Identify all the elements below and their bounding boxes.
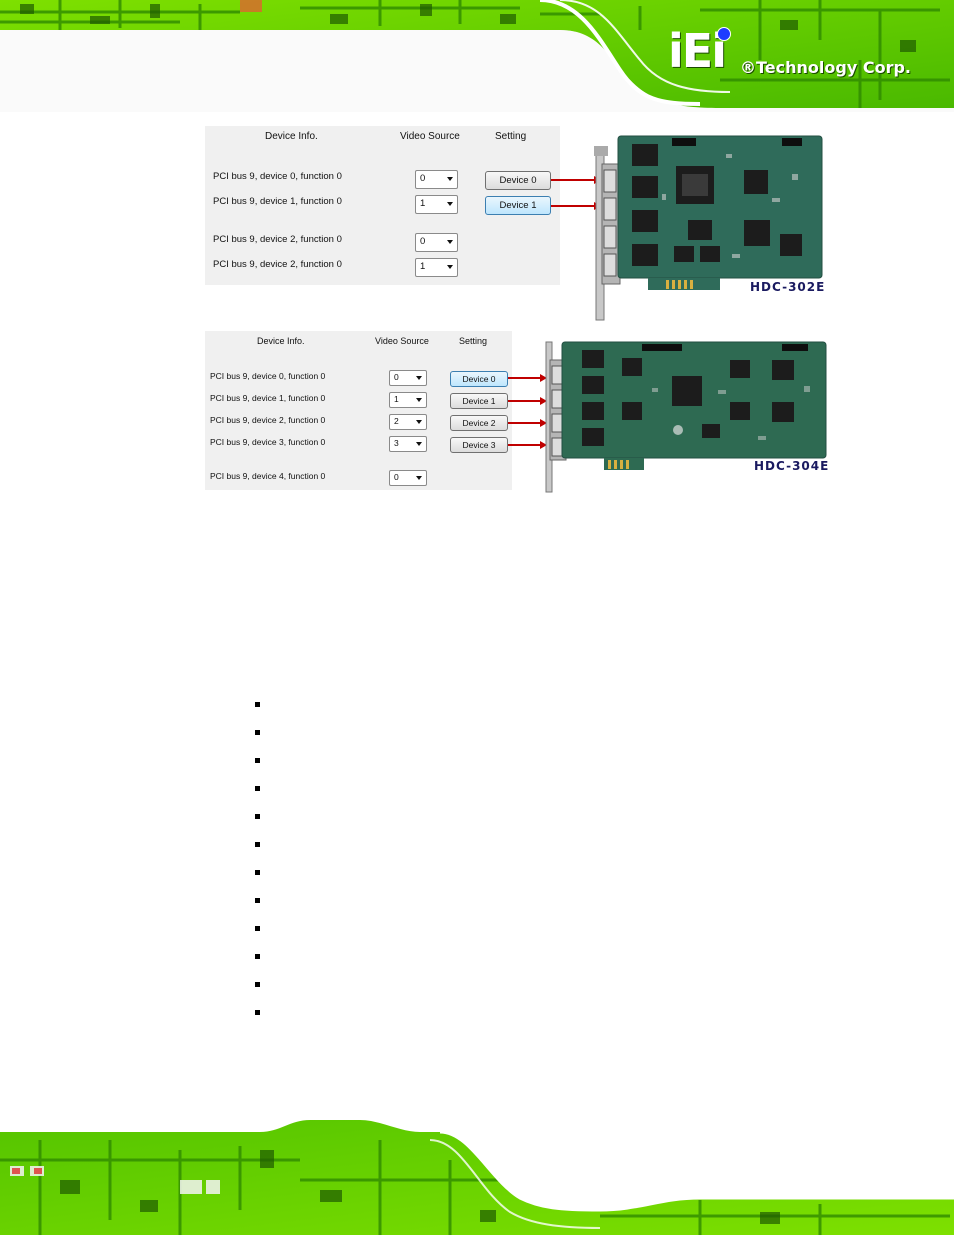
header-device-info: Device Info. (265, 131, 318, 142)
header-circuit-band (0, 0, 954, 112)
device-0-button[interactable]: Device 0 (485, 171, 551, 190)
chevron-down-icon (416, 476, 422, 480)
arrow-line (508, 422, 540, 424)
board-model-label: HDC-304E (754, 459, 830, 473)
header-video-source: Video Source (400, 131, 460, 142)
device-dialog-top: Device Info. Video Source Setting PCI bu… (205, 126, 560, 285)
video-source-select[interactable]: 0 (389, 370, 427, 386)
video-source-select[interactable]: 3 (389, 436, 427, 452)
bullet-icon (255, 786, 260, 791)
bullet-icon (255, 954, 260, 959)
arrow-line (508, 400, 540, 402)
arrow-line (508, 377, 540, 379)
chevron-down-icon (416, 420, 422, 424)
select-value: 1 (420, 198, 426, 209)
device-label: PCI bus 9, device 4, function 0 (210, 471, 326, 481)
footer-circuit-band (0, 1120, 954, 1235)
chevron-down-icon (447, 240, 453, 244)
select-value: 0 (420, 236, 426, 247)
arrow-line (508, 444, 540, 446)
device-label: PCI bus 9, device 2, function 0 (213, 234, 342, 245)
device-label: PCI bus 9, device 0, function 0 (213, 171, 342, 182)
bullet-icon (255, 982, 260, 987)
company-logo: iEi ®Technology Corp. (668, 26, 938, 86)
arrow-line (551, 205, 594, 207)
device-3-button[interactable]: Device 3 (450, 437, 508, 453)
device-label: PCI bus 9, device 0, function 0 (210, 371, 326, 381)
device-label: PCI bus 9, device 1, function 0 (213, 196, 342, 207)
video-source-select[interactable]: 1 (389, 392, 427, 408)
device-2-button[interactable]: Device 2 (450, 415, 508, 431)
video-source-select[interactable]: 0 (389, 470, 427, 486)
select-value: 0 (394, 472, 399, 482)
device-label: PCI bus 9, device 2, function 0 (213, 259, 342, 270)
device-1-button[interactable]: Device 1 (450, 393, 508, 409)
bullet-icon (255, 1010, 260, 1015)
capture-card-illustration (594, 135, 823, 321)
chevron-down-icon (447, 265, 453, 269)
device-label: PCI bus 9, device 3, function 0 (210, 437, 326, 447)
chevron-down-icon (416, 376, 422, 380)
device-dialog-bottom: Device Info. Video Source Setting PCI bu… (205, 331, 512, 490)
hdc-302e-board-image: HDC-302E (592, 134, 824, 324)
bullet-icon (255, 758, 260, 763)
device-label: PCI bus 9, device 1, function 0 (210, 393, 326, 403)
bullet-icon (255, 926, 260, 931)
bullet-icon (255, 814, 260, 819)
header-setting: Setting (459, 336, 488, 346)
bullet-icon (255, 898, 260, 903)
select-value: 0 (394, 372, 399, 382)
video-source-select[interactable]: 0 (415, 170, 458, 189)
arrow-head-icon (540, 374, 547, 382)
video-source-select[interactable]: 1 (415, 258, 458, 277)
logo-text: ®Technology Corp. (740, 58, 911, 77)
video-source-select[interactable]: 2 (389, 414, 427, 430)
logo-dot-icon (717, 27, 731, 41)
header-setting: Setting (495, 131, 527, 142)
arrow-head-icon (540, 397, 547, 405)
bullet-icon (255, 870, 260, 875)
select-value: 2 (394, 416, 399, 426)
select-value: 0 (420, 173, 426, 184)
bullet-icon (255, 842, 260, 847)
video-source-select[interactable]: 0 (415, 233, 458, 252)
header-device-info: Device Info. (257, 336, 305, 346)
circuit-pattern-header (0, 0, 954, 112)
chevron-down-icon (416, 398, 422, 402)
device-1-button[interactable]: Device 1 (485, 196, 551, 215)
circuit-pattern-footer (0, 1120, 954, 1235)
select-value: 3 (394, 438, 399, 448)
device-0-button[interactable]: Device 0 (450, 371, 508, 387)
device-label: PCI bus 9, device 2, function 0 (210, 415, 326, 425)
arrow-head-icon (540, 419, 547, 427)
chevron-down-icon (447, 177, 453, 181)
video-source-select[interactable]: 1 (415, 195, 458, 214)
arrow-line (551, 179, 594, 181)
select-value: 1 (420, 261, 426, 272)
board-model-label: HDC-302E (750, 280, 826, 294)
capture-card-illustration (545, 341, 827, 493)
header-video-source: Video Source (375, 336, 429, 346)
bullet-icon (255, 702, 260, 707)
chevron-down-icon (416, 442, 422, 446)
chevron-down-icon (447, 202, 453, 206)
arrow-head-icon (540, 441, 547, 449)
hdc-304e-board-image: HDC-304E (542, 340, 830, 494)
bullet-icon (255, 730, 260, 735)
select-value: 1 (394, 394, 399, 404)
